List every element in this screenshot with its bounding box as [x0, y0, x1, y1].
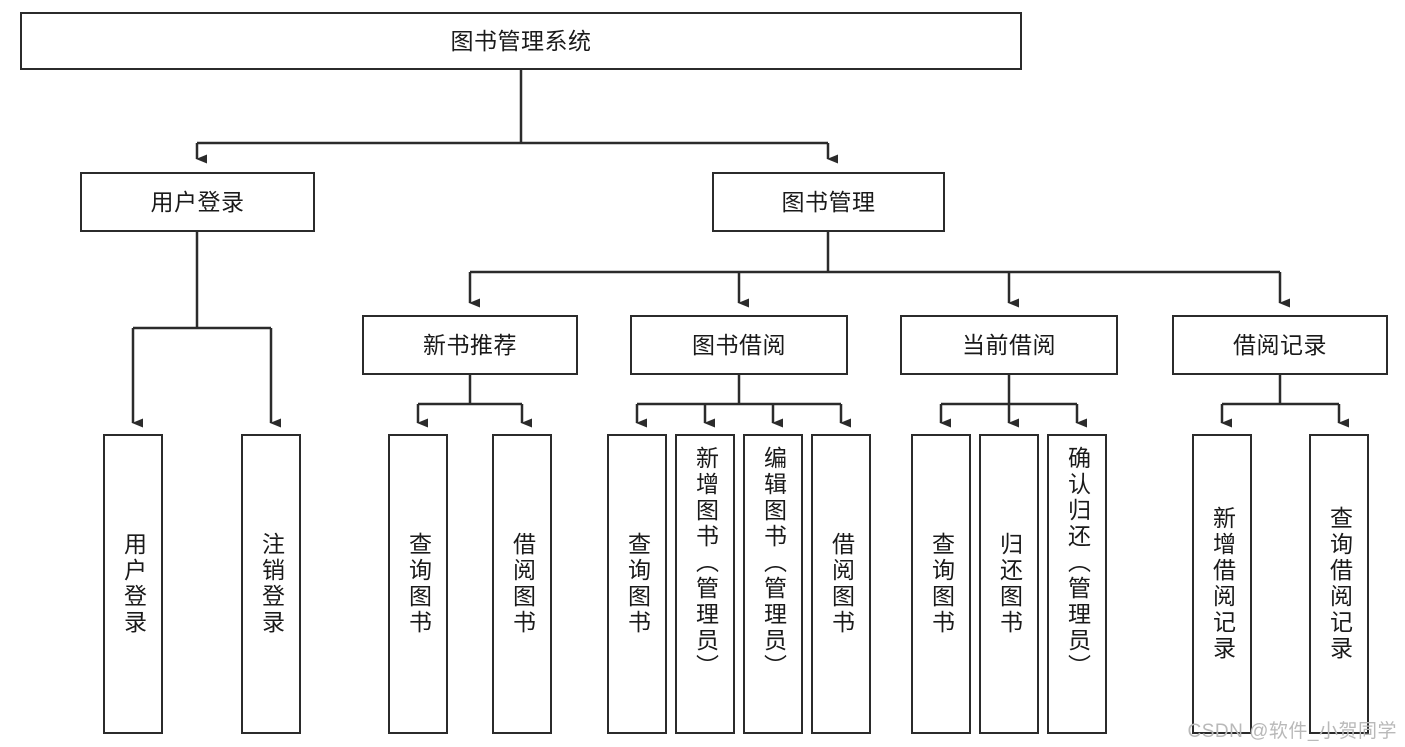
node-borrow-record-label: 借阅记录 — [1233, 331, 1327, 358]
csdn-watermark: CSDN @软件_小贺同学 — [1187, 721, 1397, 742]
node-book-borrow-label: 图书借阅 — [692, 331, 786, 358]
node-leaf-add-book-admin[interactable]: 新增图书（管理员） — [675, 434, 735, 734]
node-leaf-query-book-3-label: 查询图书 — [928, 532, 955, 636]
node-root[interactable]: 图书管理系统 — [20, 12, 1022, 70]
node-leaf-return-book-label: 归还图书 — [996, 532, 1023, 636]
node-leaf-add-borrow-record[interactable]: 新增借阅记录 — [1192, 434, 1252, 734]
node-leaf-borrow-book-2-label: 借阅图书 — [828, 532, 855, 636]
node-leaf-query-borrow-record-label: 查询借阅记录 — [1326, 506, 1353, 662]
node-leaf-return-book[interactable]: 归还图书 — [979, 434, 1039, 734]
node-leaf-add-book-admin-label: 新增图书（管理员） — [692, 446, 719, 680]
node-leaf-logout-login-label: 注销登录 — [258, 532, 285, 636]
node-leaf-borrow-book-1-label: 借阅图书 — [509, 532, 536, 636]
node-leaf-logout-login[interactable]: 注销登录 — [241, 434, 301, 734]
node-leaf-add-borrow-record-label: 新增借阅记录 — [1209, 506, 1236, 662]
node-leaf-confirm-return-admin-label: 确认归还（管理员） — [1064, 446, 1091, 680]
node-root-label: 图书管理系统 — [450, 27, 592, 54]
node-leaf-query-book-1-label: 查询图书 — [405, 532, 432, 636]
node-user-login[interactable]: 用户登录 — [80, 172, 315, 232]
node-borrow-record[interactable]: 借阅记录 — [1172, 315, 1388, 375]
node-user-login-label: 用户登录 — [150, 188, 245, 215]
node-current-borrow-label: 当前借阅 — [962, 331, 1056, 358]
node-leaf-user-login-label: 用户登录 — [120, 532, 147, 636]
node-leaf-query-book-1[interactable]: 查询图书 — [388, 434, 448, 734]
node-leaf-borrow-book-2[interactable]: 借阅图书 — [811, 434, 871, 734]
node-book-borrow[interactable]: 图书借阅 — [630, 315, 848, 375]
node-leaf-borrow-book-1[interactable]: 借阅图书 — [492, 434, 552, 734]
node-book-manage-label: 图书管理 — [781, 188, 876, 215]
node-leaf-edit-book-admin[interactable]: 编辑图书（管理员） — [743, 434, 803, 734]
node-new-book-recommend[interactable]: 新书推荐 — [362, 315, 578, 375]
node-leaf-user-login[interactable]: 用户登录 — [103, 434, 163, 734]
node-leaf-query-book-2[interactable]: 查询图书 — [607, 434, 667, 734]
node-leaf-query-book-3[interactable]: 查询图书 — [911, 434, 971, 734]
node-leaf-query-borrow-record[interactable]: 查询借阅记录 — [1309, 434, 1369, 734]
node-book-manage[interactable]: 图书管理 — [712, 172, 945, 232]
node-leaf-confirm-return-admin[interactable]: 确认归还（管理员） — [1047, 434, 1107, 734]
node-new-book-recommend-label: 新书推荐 — [423, 331, 517, 358]
node-current-borrow[interactable]: 当前借阅 — [900, 315, 1118, 375]
node-leaf-query-book-2-label: 查询图书 — [624, 532, 651, 636]
node-leaf-edit-book-admin-label: 编辑图书（管理员） — [760, 446, 787, 680]
